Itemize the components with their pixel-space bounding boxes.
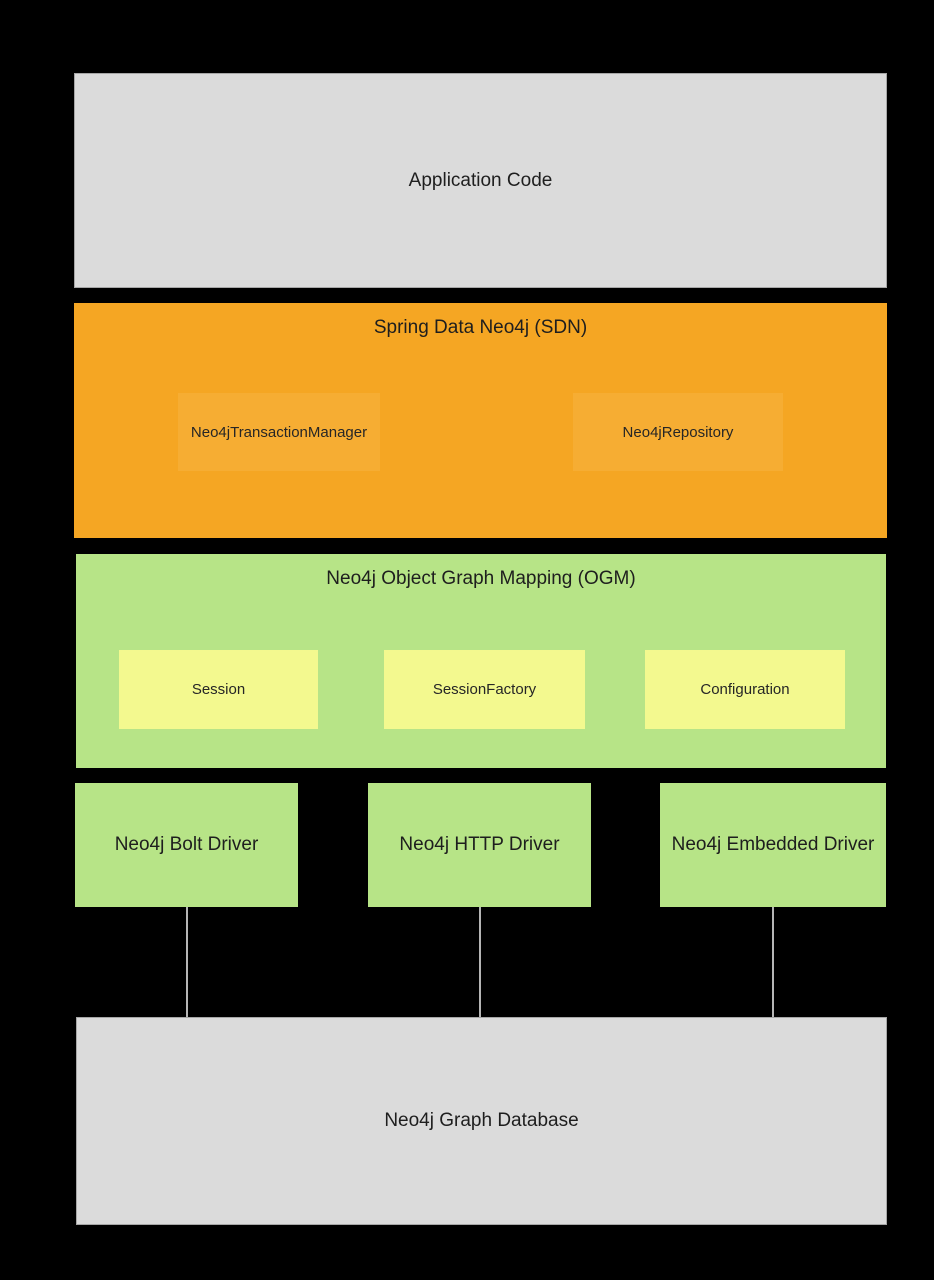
application-code-label: Application Code [408, 169, 553, 191]
layer-neo4j-ogm: Neo4j Object Graph Mapping (OGM) Session… [76, 554, 886, 768]
ogm-layer-title: Neo4j Object Graph Mapping (OGM) [326, 568, 636, 589]
layer-spring-data-neo4j: Spring Data Neo4j (SDN) Neo4jTransaction… [74, 303, 887, 538]
component-session: Session [119, 650, 318, 729]
layer-neo4j-graph-database: Neo4j Graph Database [76, 1017, 887, 1225]
connector-embedded-to-database [772, 907, 774, 1017]
neo4j-bolt-driver-label: Neo4j Bolt Driver [114, 834, 259, 855]
box-neo4j-bolt-driver: Neo4j Bolt Driver [75, 783, 298, 907]
neo4j-http-driver-label: Neo4j HTTP Driver [399, 834, 560, 855]
neo4j-repository-label: Neo4jRepository [622, 423, 734, 441]
box-neo4j-embedded-driver: Neo4j Embedded Driver [660, 783, 886, 907]
layer-application-code: Application Code [74, 73, 887, 288]
component-session-factory: SessionFactory [384, 650, 585, 729]
neo4j-graph-database-label: Neo4j Graph Database [384, 1110, 579, 1131]
component-neo4j-transaction-manager: Neo4jTransactionManager [178, 393, 380, 471]
session-factory-label: SessionFactory [432, 681, 537, 698]
component-neo4j-repository: Neo4jRepository [573, 393, 783, 471]
neo4j-transaction-manager-label: Neo4jTransactionManager [190, 423, 368, 441]
box-neo4j-http-driver: Neo4j HTTP Driver [368, 783, 591, 907]
session-label: Session [191, 681, 246, 698]
connector-http-to-database [479, 907, 481, 1017]
sdn-layer-title: Spring Data Neo4j (SDN) [373, 317, 588, 338]
configuration-label: Configuration [700, 681, 790, 698]
neo4j-embedded-driver-label: Neo4j Embedded Driver [671, 834, 875, 855]
connector-bolt-to-database [186, 907, 188, 1017]
component-configuration: Configuration [645, 650, 845, 729]
